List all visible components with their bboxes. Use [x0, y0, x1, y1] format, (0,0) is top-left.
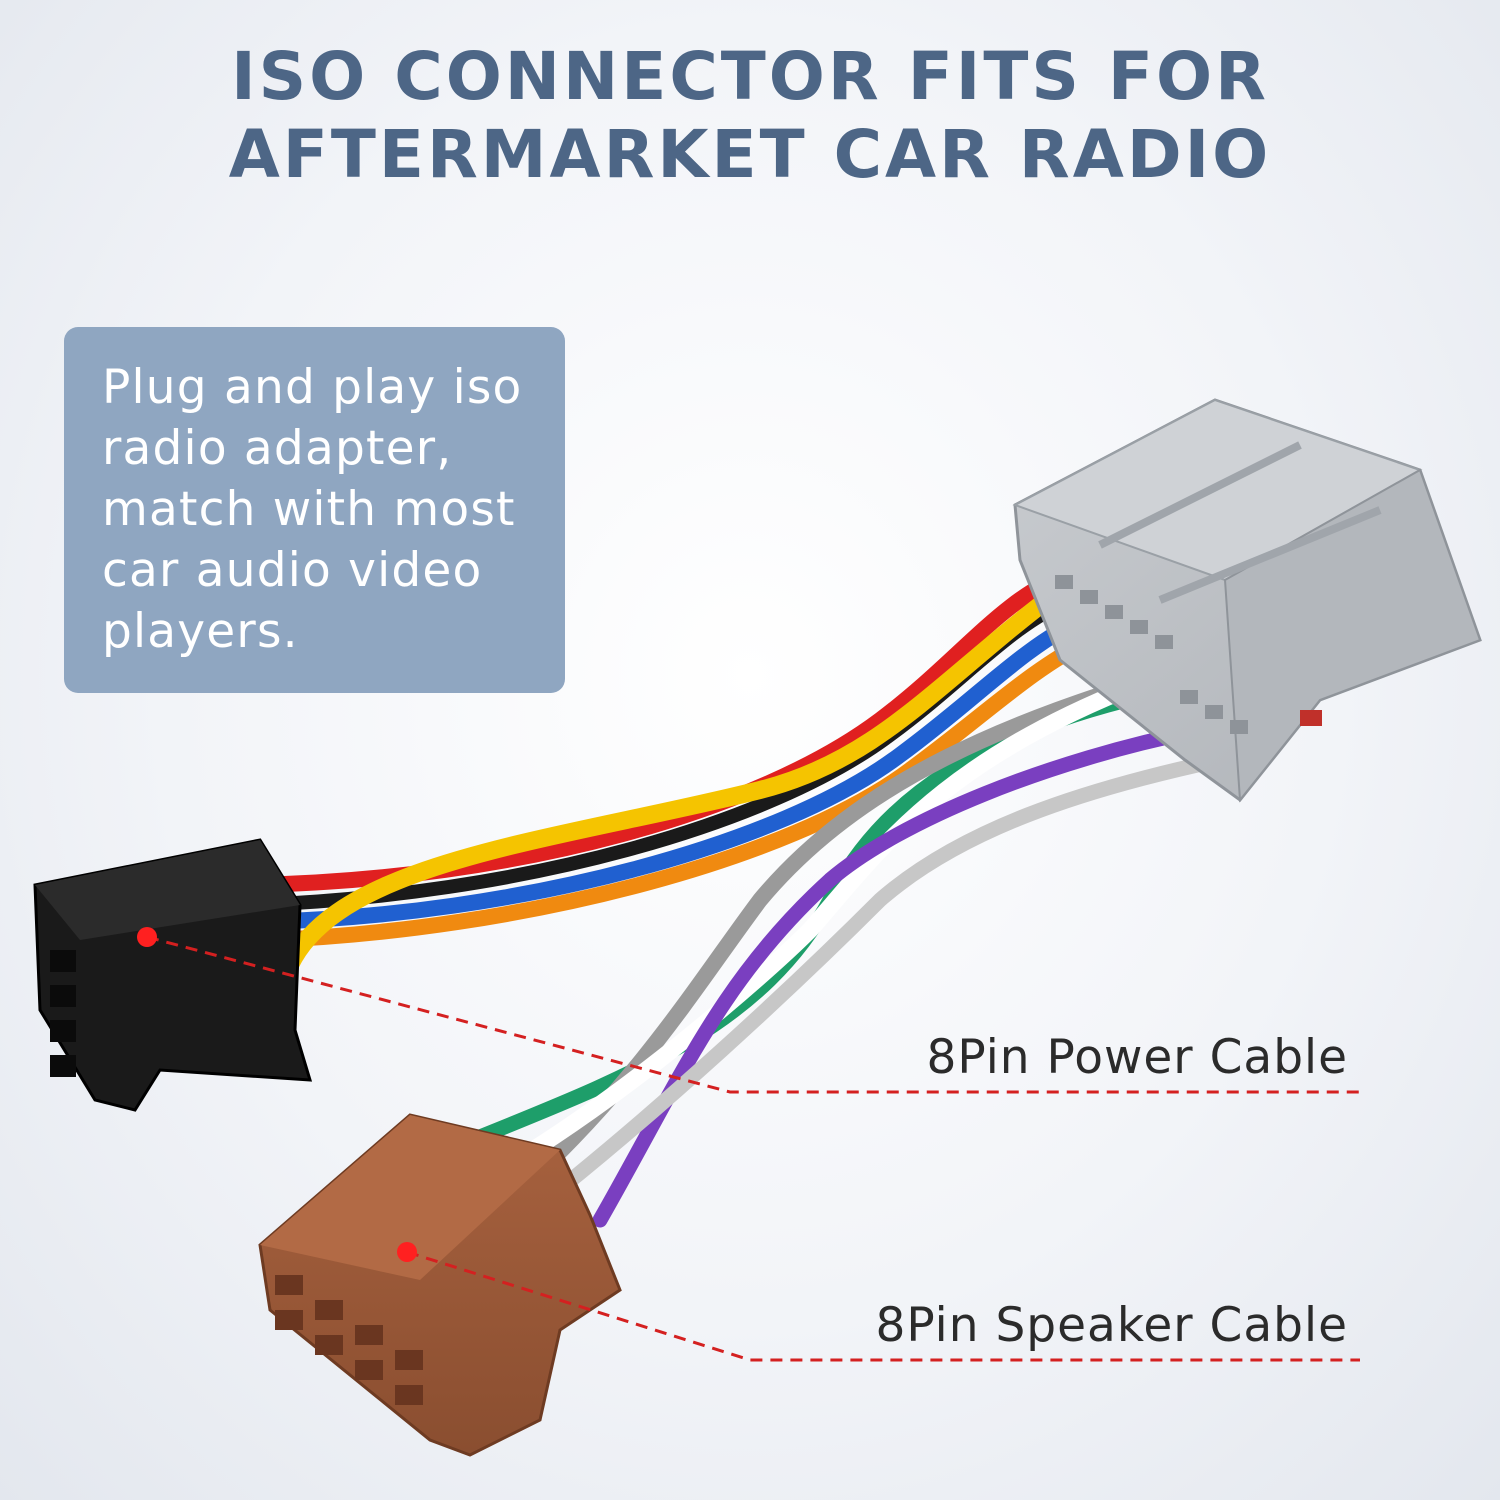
speaker-cable-label: 8Pin Speaker Cable [875, 1298, 1348, 1353]
vehicle-connector [1012, 398, 1482, 803]
power-wire-bundle [242, 567, 1098, 974]
power-cable-label: 8Pin Power Cable [926, 1030, 1348, 1085]
speaker-wire-bundle [452, 662, 1228, 1228]
callout-lines [146, 935, 1360, 1362]
info-box: Plug and play iso radio adapter, match w… [64, 327, 565, 693]
title-line-2: AFTERMARKET CAR RADIO [228, 116, 1272, 193]
title-line-1: ISO CONNECTOR FITS FOR [231, 38, 1269, 115]
power-plug-marker [137, 927, 157, 947]
page-title: ISO CONNECTOR FITS FOR AFTERMARKET CAR R… [0, 38, 1500, 194]
power-plug [33, 838, 313, 1112]
power-callout-line [146, 935, 1360, 1094]
speaker-plug-marker [397, 1242, 417, 1262]
speaker-callout-line [406, 1250, 1360, 1362]
info-box-text: Plug and play iso radio adapter, match w… [102, 360, 523, 659]
speaker-plug [258, 1113, 622, 1457]
